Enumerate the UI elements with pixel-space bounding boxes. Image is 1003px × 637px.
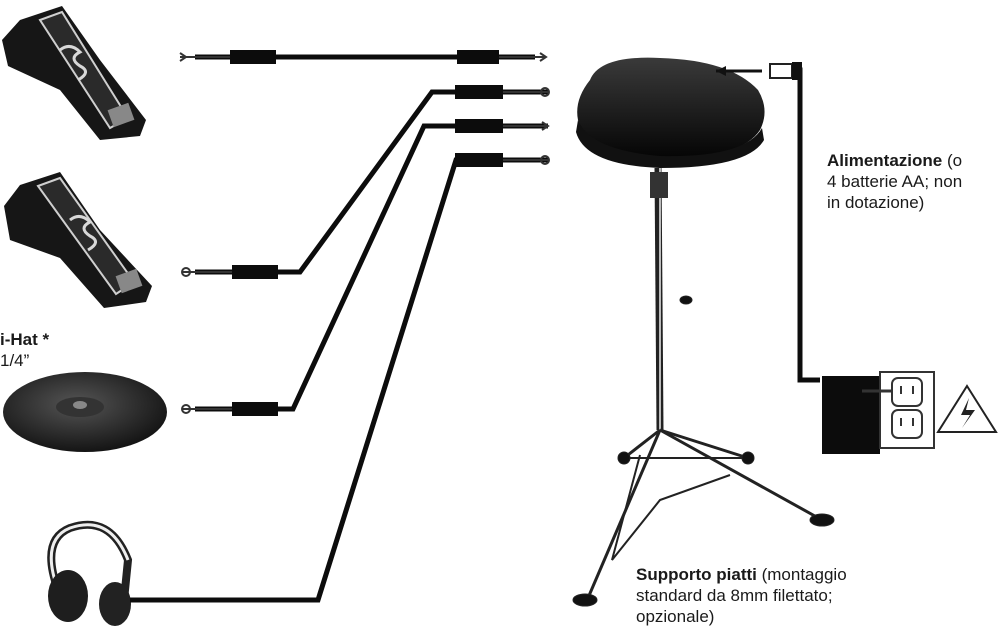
cymbal-stand-note-1: (montaggio — [756, 565, 847, 584]
power-supply-note-2: 4 batterie AA; non — [827, 172, 963, 191]
cymbal-stand-title: Supporto piatti — [636, 565, 757, 584]
wall-outlet-icon — [862, 371, 935, 449]
hihat-note: 1/4” — [0, 351, 30, 370]
hihat-pedal-icon — [4, 172, 152, 308]
cymbal-stand-label: Supporto piatti (montaggio standard da 8… — [636, 564, 847, 627]
drum-pad-icon — [576, 57, 765, 168]
power-supply-title: Alimentazione — [827, 151, 943, 170]
hihat-title: i-Hat * — [0, 330, 50, 349]
hihat-label: i-Hat * 1/4” — [0, 329, 49, 371]
power-supply-note-1: (o — [942, 151, 963, 170]
cymbal-stand-note-2: standard da 8mm filettato; — [636, 586, 833, 605]
power-supply-note-3: in dotazione) — [827, 193, 925, 212]
power-adapter-icon — [716, 62, 880, 454]
cable-plugs — [230, 50, 503, 416]
cymbal-stand-icon — [572, 167, 835, 607]
cymbal-stand-note-3: opzionale) — [636, 607, 715, 626]
cymbal-pad-icon — [3, 372, 167, 452]
quarter-inch-cable-icon — [130, 54, 548, 603]
power-supply-label: Alimentazione (o 4 batterie AA; non in d… — [827, 150, 962, 213]
kick-pedal-icon — [2, 6, 146, 140]
plug-tips — [179, 52, 550, 414]
high-voltage-warning-icon — [936, 384, 998, 433]
headphones-icon — [47, 520, 133, 626]
